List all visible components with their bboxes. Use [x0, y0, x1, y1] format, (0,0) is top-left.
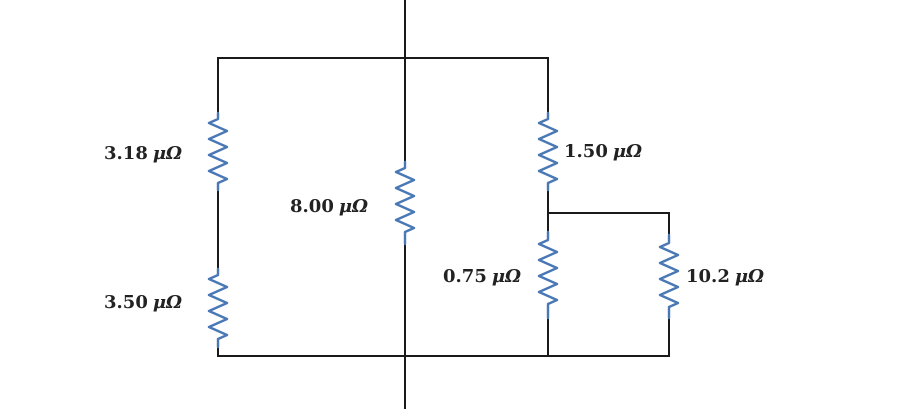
resistors	[207, 111, 680, 349]
resistor-10-2	[658, 233, 680, 320]
wires	[217, 0, 670, 409]
resistor-3-18	[207, 111, 229, 192]
resistor-3-50	[207, 267, 229, 349]
resistor-0-75	[537, 230, 559, 320]
resistor-1-50	[537, 111, 559, 192]
resistor-8-00	[394, 160, 416, 246]
